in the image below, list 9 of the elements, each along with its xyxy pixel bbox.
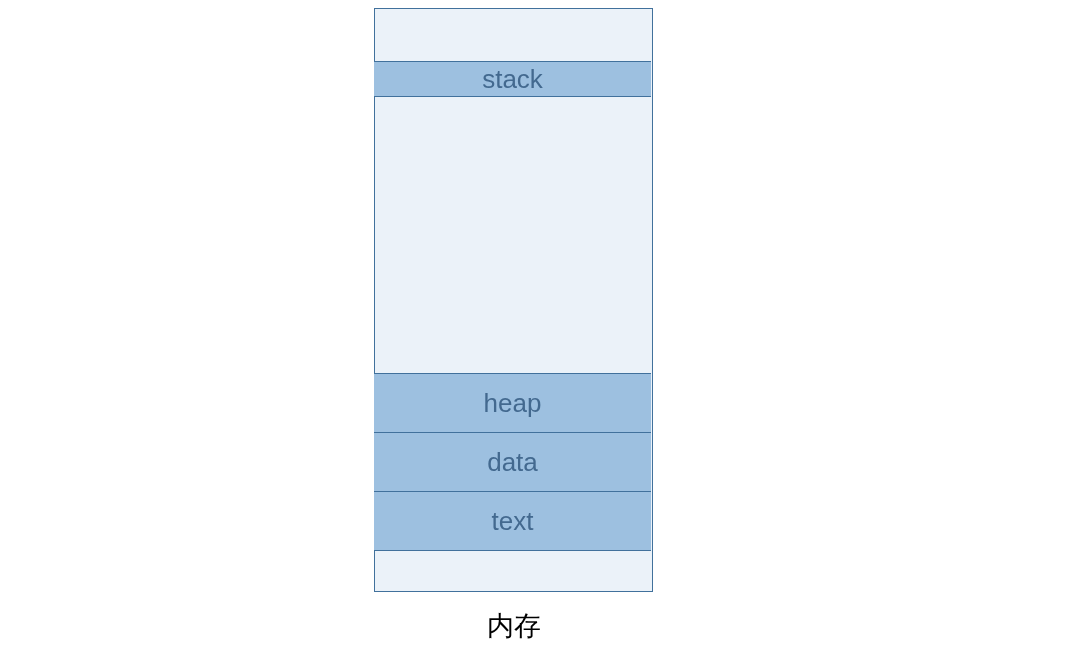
segment-label: data (487, 446, 538, 478)
segment-label: heap (483, 387, 542, 419)
memory-segment (374, 61, 651, 97)
node-label: 内存 (485, 609, 542, 643)
segment-label: stack (482, 63, 543, 95)
memory-segment (374, 373, 651, 433)
memory-segment (374, 491, 651, 551)
segment-label: text (491, 505, 534, 537)
memory-segment (374, 432, 651, 492)
